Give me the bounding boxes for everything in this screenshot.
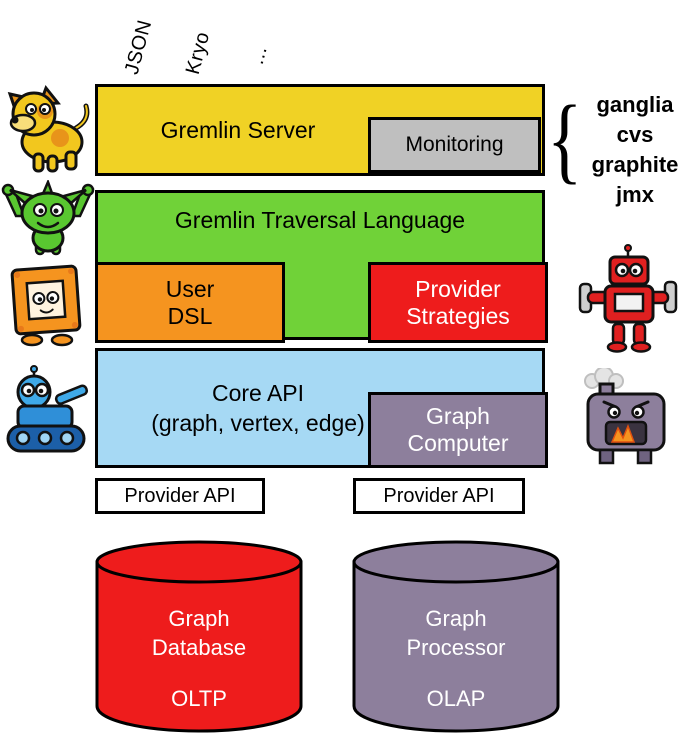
core-api-layer: Core API (graph, vertex, edge) Graph Com… xyxy=(95,348,548,468)
provider-api-box-right: Provider API xyxy=(353,478,525,514)
graph-computer-box: Graph Computer xyxy=(368,392,548,468)
olap-label: OLAP xyxy=(426,686,486,711)
user-dsl-box: User DSL xyxy=(95,262,285,343)
green-gremlin-mascot xyxy=(0,178,96,264)
cylinder-shape xyxy=(95,540,303,733)
graph-processor-title: Graph Processor xyxy=(406,606,506,661)
core-api-title: Core API (graph, vertex, edge) xyxy=(151,380,365,436)
gremlin-server-title: Gremlin Server xyxy=(160,117,316,143)
monitoring-output-item: cvs xyxy=(616,122,654,147)
monitoring-output-item: graphite xyxy=(591,152,679,177)
provider-api-box-left: Provider API xyxy=(95,478,265,514)
traversal-language-layer: Gremlin Traversal Language User DSL Prov… xyxy=(95,190,548,343)
robot-gremlin-mascot xyxy=(572,244,684,354)
gremlin-server-layer: Gremlin Server Monitoring xyxy=(95,84,545,176)
oltp-label: OLTP xyxy=(171,686,227,711)
monitoring-output-item: ganglia xyxy=(596,92,674,117)
monitoring-brace: { xyxy=(547,85,583,193)
graph-processor-cylinder: Graph Processor OLAP xyxy=(350,538,562,733)
serialization-label-kryo: Kryo xyxy=(181,29,215,77)
provider-strategies-box: Provider Strategies xyxy=(368,262,548,343)
yellow-dog-mascot xyxy=(0,76,92,176)
traversal-language-title: Gremlin Traversal Language xyxy=(174,207,466,233)
serialization-label-more: ... xyxy=(245,43,272,67)
monitoring-output-item: jmx xyxy=(616,182,654,207)
cylinder-shape xyxy=(352,540,560,733)
furnace-gremlin-mascot xyxy=(574,366,682,470)
monitoring-label: Monitoring xyxy=(405,133,504,156)
graph-database-cylinder: Graph Database OLTP xyxy=(93,538,305,733)
graph-database-title: Graph Database xyxy=(151,606,247,661)
monitoring-box: Monitoring xyxy=(368,117,541,173)
serialization-label-json: JSON xyxy=(120,17,157,77)
monitoring-outputs: ganglia cvs graphite jmx xyxy=(585,90,685,210)
frame-gremlin-mascot xyxy=(4,260,92,348)
tank-gremlin-mascot xyxy=(0,364,96,464)
